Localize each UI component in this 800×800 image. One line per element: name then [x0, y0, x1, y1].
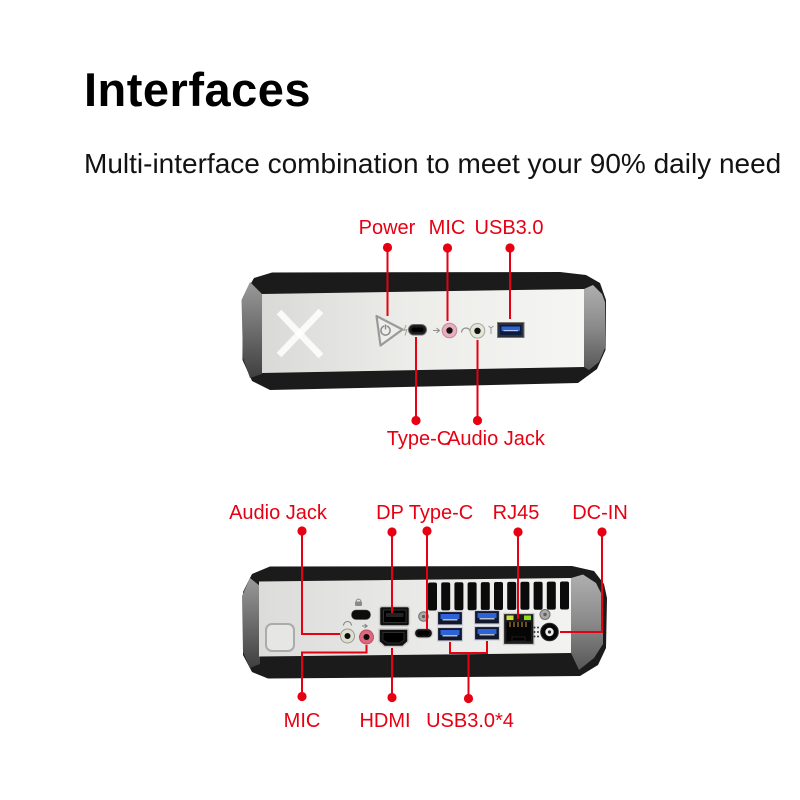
rear-usb3-ports: [436, 609, 501, 642]
rear-label-usb3x4: USB3.0*4: [426, 710, 514, 732]
rear-view-photo: [242, 526, 607, 704]
screw-hole-right: [539, 609, 551, 620]
rear-label-mic: MIC: [283, 710, 321, 732]
rear-label-dc-in: DC-IN: [572, 502, 628, 524]
hdmi-callout: [387, 648, 397, 703]
usb3x4-callout: [449, 641, 488, 704]
rear-left-bevel: [242, 578, 260, 668]
rj45-port: [502, 612, 535, 646]
x-logo: [276, 308, 324, 359]
rj45-callout: [513, 527, 523, 619]
kensington-lock-slot: [351, 598, 371, 620]
front-view-photo: [241, 242, 606, 426]
front-usb3-port: [488, 322, 525, 338]
dp-port: [378, 605, 411, 627]
audio-jack-callout: [472, 340, 483, 426]
vent-grille: [428, 581, 569, 611]
rear-type-c-callout: [422, 526, 432, 629]
rear-label-hdmi: HDMI: [359, 710, 411, 732]
usb3-port-4: [473, 625, 501, 641]
rear-label-rj45: RJ45: [492, 502, 540, 524]
rear-label-audio-jack: Audio Jack: [229, 502, 327, 524]
usb3-port-3: [436, 626, 464, 642]
rear-label-type-c: Type-C: [408, 502, 474, 524]
dc-in-callout: [560, 527, 607, 633]
usb3-port-2: [473, 609, 501, 625]
rear-mic-callout: [297, 645, 368, 702]
hdmi-port: [378, 628, 409, 648]
type-c-callout: [411, 337, 421, 426]
rear-audio-jack-callout: [297, 526, 340, 635]
front-left-bevel: [241, 282, 262, 378]
rear-label-dp: DP: [376, 502, 404, 524]
power-callout: [382, 242, 393, 316]
dot-pattern: [533, 626, 539, 638]
usb3-callout: [505, 243, 515, 319]
front-callouts: [382, 242, 515, 426]
front-label-power: Power: [358, 217, 416, 239]
dp-callout: [387, 527, 397, 613]
front-type-c-port: [403, 324, 427, 336]
front-label-mic: MIC: [428, 217, 466, 239]
screw-hole-left: [418, 611, 429, 622]
page-title: Interfaces: [84, 63, 312, 116]
mic-callout: [442, 243, 453, 321]
front-label-audio-jack: Audio Jack: [447, 428, 545, 450]
page-subtitle: Multi-interface combination to meet your…: [84, 148, 782, 179]
power-button: [375, 314, 404, 347]
rear-square-button: [265, 623, 295, 652]
front-mic-jack: [433, 322, 458, 339]
rear-type-c-port: [413, 627, 434, 639]
front-right-bevel: [584, 285, 605, 370]
dc-in-jack: [540, 622, 559, 642]
rear-mic-jack: [359, 623, 374, 645]
rear-audio-jack: [340, 621, 355, 644]
rear-right-bevel: [571, 574, 603, 670]
front-label-type-c: Type-C: [386, 428, 452, 450]
rear-callouts: [297, 526, 607, 704]
usb3-port-1: [436, 610, 464, 626]
front-label-usb3: USB3.0: [474, 217, 544, 239]
front-audio-jack: [460, 323, 486, 339]
